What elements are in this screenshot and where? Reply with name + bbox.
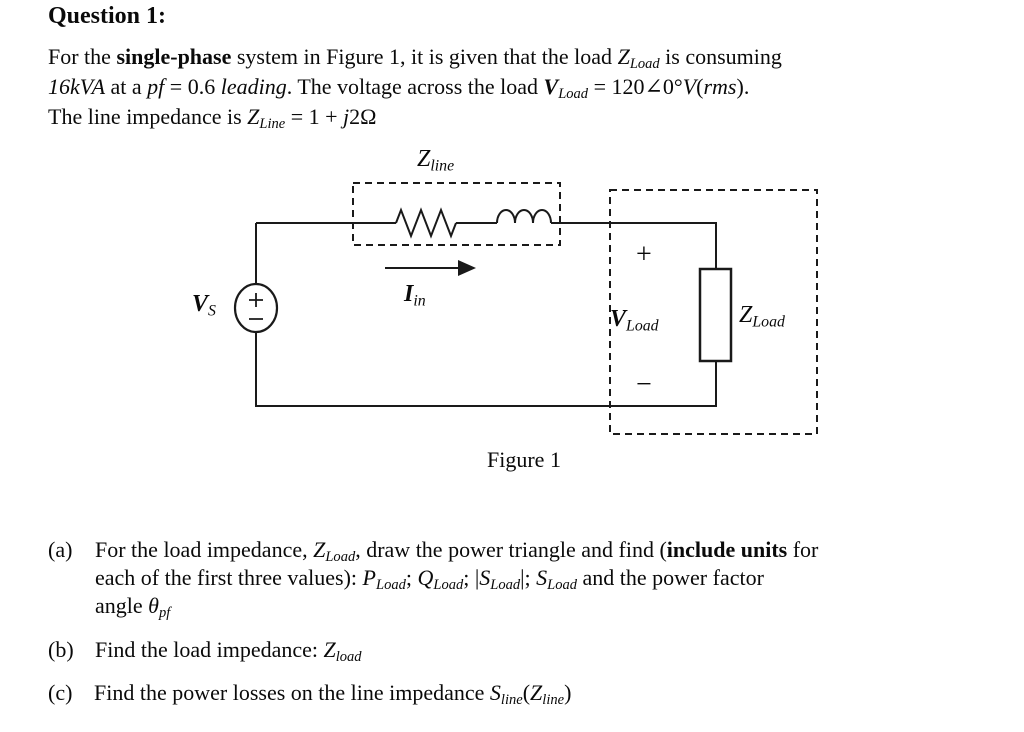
part-c-line-1: Find the power losses on the line impeda… — [94, 680, 572, 709]
vload-label: VLoad — [610, 306, 659, 335]
part-a-line-2: each of the first three values): PLoad; … — [95, 565, 764, 594]
figure-caption: Figure 1 — [487, 447, 561, 472]
zline-label: Zline — [417, 146, 455, 175]
circuit-diagram — [233, 182, 818, 435]
part-b-label: (b) — [48, 637, 74, 662]
zload-label: ZLoad — [739, 302, 785, 331]
part-a-line-3: angle θpf — [95, 593, 171, 622]
zload-dashed-box — [609, 189, 818, 435]
vs-label: VS — [192, 291, 216, 320]
part-c-label: (c) — [48, 680, 73, 705]
source-polarity-marks — [249, 293, 263, 320]
problem-text-line-1: For the single-phase system in Figure 1,… — [48, 44, 782, 73]
voltage-source — [233, 282, 279, 334]
iin-label: Iin — [404, 281, 426, 310]
problem-text-line-2: 16kVA at a pf = 0.6 leading. The voltage… — [48, 74, 750, 103]
load-impedance-box — [698, 267, 733, 363]
load-minus-sign: − — [636, 369, 652, 400]
zline-dashed-box — [352, 182, 561, 246]
resistor — [395, 207, 457, 239]
inductor — [496, 209, 552, 224]
question-title: Question 1: — [48, 3, 167, 29]
part-b-line-1: Find the load impedance: Zload — [95, 637, 362, 666]
part-a-label: (a) — [48, 537, 73, 562]
wire-top-right — [551, 222, 717, 269]
current-arrow-head — [458, 260, 476, 276]
problem-text-line-3: The line impedance is ZLine = 1 + j2Ω — [48, 104, 377, 133]
part-a-line-1: For the load impedance, ZLoad, draw the … — [95, 537, 819, 566]
load-plus-sign: + — [636, 239, 652, 270]
wire-bottom — [255, 332, 717, 407]
